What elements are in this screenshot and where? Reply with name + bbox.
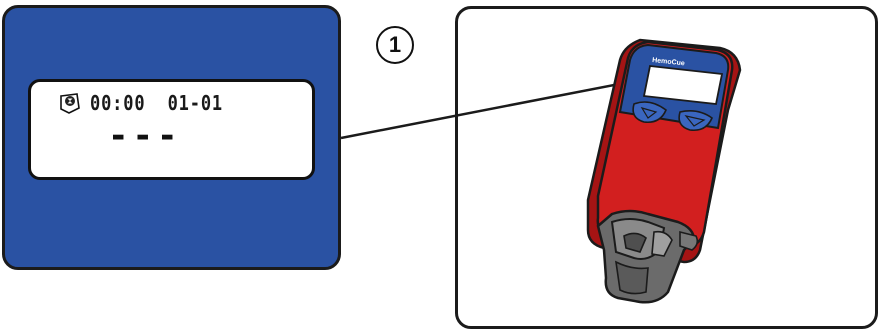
lcd-status-row: 00:00 01-01 — [58, 90, 247, 116]
device-left-button-icon — [640, 107, 658, 119]
device-down-arrow-icon — [684, 115, 706, 127]
lcd-reading-dashes: --- — [108, 116, 182, 156]
device-left-button — [632, 101, 667, 124]
device-brand: HemoCue — [652, 57, 685, 67]
hourglass-icon — [60, 93, 80, 114]
step-number-badge: 1 — [376, 26, 414, 64]
lcd-time-date: 00:00 01-01 — [90, 91, 224, 115]
handheld-analyzer: HemoCue — [586, 38, 742, 264]
callout-leader-line — [340, 76, 651, 140]
device-screen — [642, 65, 724, 105]
cuvette-holder — [596, 209, 699, 304]
